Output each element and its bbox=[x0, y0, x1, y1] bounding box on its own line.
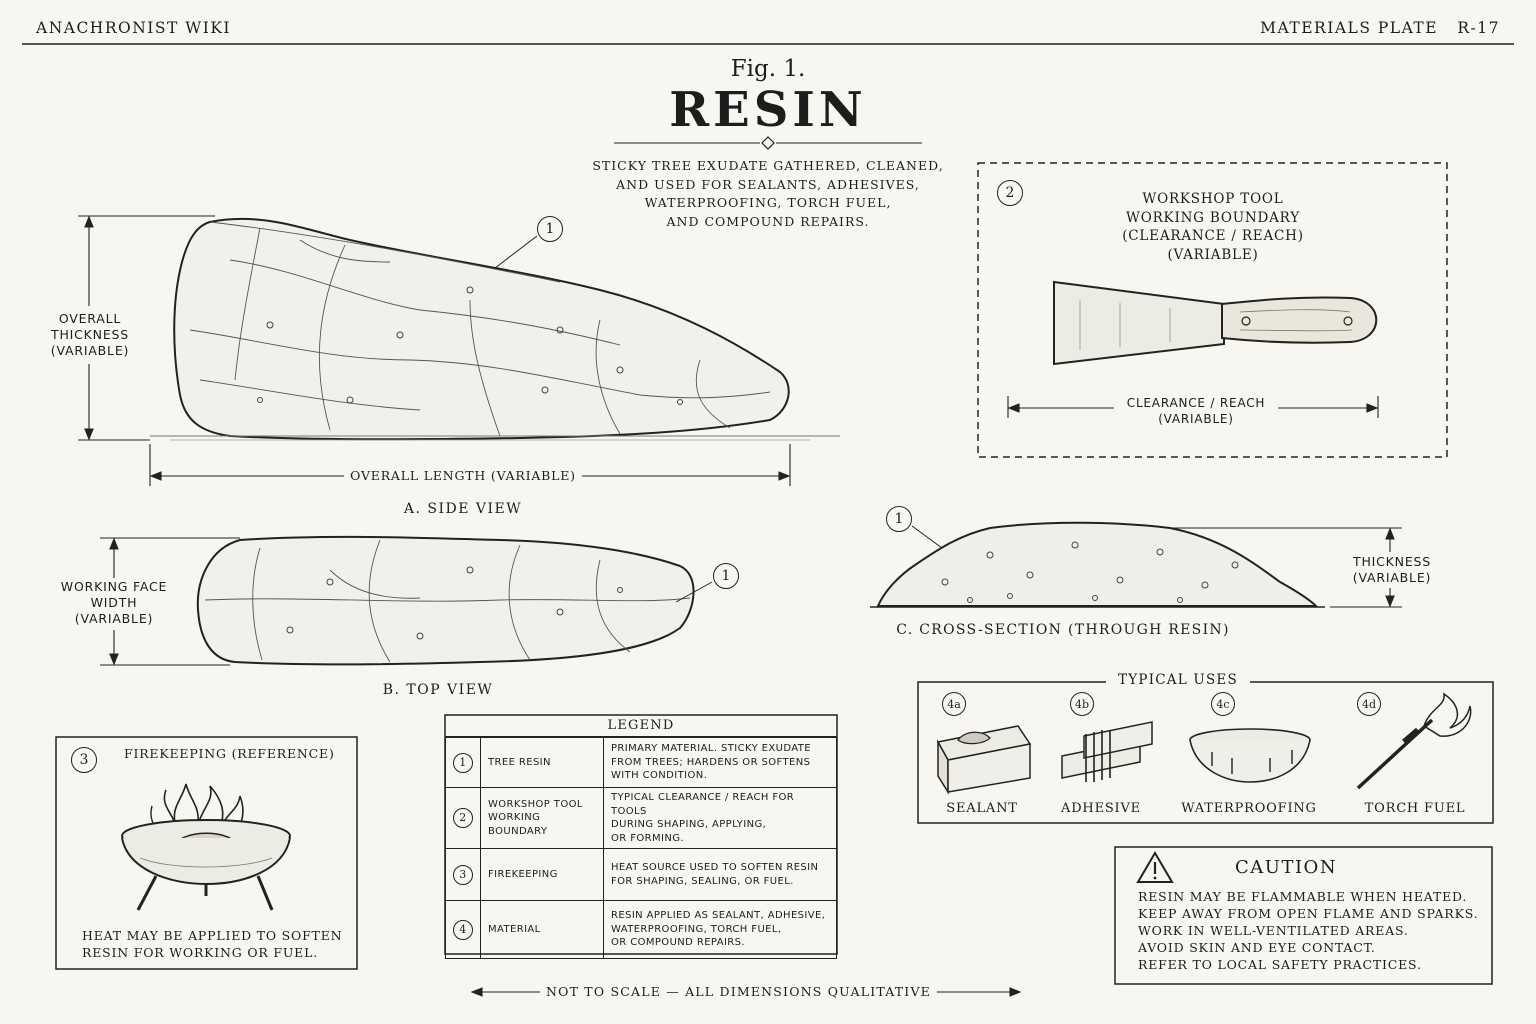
legend-num: 2 bbox=[453, 808, 473, 828]
resin-top-texture bbox=[204, 539, 691, 663]
use-label-sealant: SEALANT bbox=[946, 801, 1018, 816]
caution-box bbox=[1114, 846, 1493, 985]
legend-num: 4 bbox=[453, 919, 473, 940]
waterproofing-bowl-icon bbox=[1189, 728, 1311, 783]
intro-text: STICKY TREE EXUDATE GATHERED, CLEANED, A… bbox=[592, 158, 944, 229]
fire-note: HEAT MAY BE APPLIED TO SOFTEN RESIN FOR … bbox=[82, 928, 343, 960]
fire-bowl-icon bbox=[121, 783, 291, 911]
side-view-caption: A. SIDE VIEW bbox=[403, 501, 523, 517]
firekeeping-box bbox=[55, 736, 358, 970]
resin-side-texture bbox=[189, 221, 771, 437]
wiki-name: ANACHRONIST WIKI bbox=[36, 19, 232, 37]
use-tag-4b: 4b bbox=[1070, 692, 1094, 716]
cross-thickness-label: THICKNESS (VARIABLE) bbox=[1352, 554, 1432, 585]
plate-number: MATERIALS PLATE R-17 bbox=[1260, 19, 1500, 37]
sealant-icon bbox=[936, 725, 1032, 795]
legend-table: 1 TREE RESIN PRIMARY MATERIAL. STICKY EX… bbox=[445, 737, 837, 959]
footer-rule bbox=[470, 987, 1022, 997]
top-width-label: WORKING FACE WIDTH (VARIABLE) bbox=[60, 579, 168, 626]
caution-title: CAUTION bbox=[1235, 857, 1338, 878]
resin-cross-section bbox=[870, 521, 1325, 608]
top-view-caption: B. TOP VIEW bbox=[382, 682, 494, 698]
use-label-torch-fuel: TORCH FUEL bbox=[1364, 801, 1466, 816]
cross-thickness-dimension bbox=[1172, 527, 1402, 608]
scraper-tool-icon bbox=[1053, 280, 1378, 366]
side-thickness-dimension bbox=[78, 215, 215, 441]
figure-number: Fig. 1. bbox=[730, 56, 806, 82]
legend-title: LEGEND bbox=[445, 715, 837, 737]
legend: LEGEND 1 TREE RESIN PRIMARY MATERIAL. ST… bbox=[445, 715, 837, 959]
adhesive-icon bbox=[1061, 721, 1153, 782]
use-label-adhesive: ADHESIVE bbox=[1061, 801, 1141, 816]
side-length-dimension bbox=[149, 444, 791, 486]
workshop-callout-2: 2 bbox=[997, 180, 1023, 206]
page-title: RESIN bbox=[669, 82, 867, 138]
torch-icon bbox=[1356, 692, 1472, 790]
side-callout-1: 1 bbox=[537, 216, 563, 242]
top-callout-1: 1 bbox=[713, 563, 739, 589]
legend-num: 3 bbox=[453, 864, 473, 885]
resin-side-bubbles bbox=[257, 286, 683, 405]
warning-icon bbox=[1136, 851, 1174, 883]
resin-side-view bbox=[173, 217, 790, 441]
workshop-boundary-box bbox=[977, 162, 1448, 458]
legend-num: 1 bbox=[453, 752, 473, 773]
use-tag-4a: 4a bbox=[942, 692, 966, 716]
use-tag-4c: 4c bbox=[1211, 692, 1235, 716]
side-thickness-label: OVERALL THICKNESS (VARIABLE) bbox=[50, 311, 130, 358]
legend-row: 4 MATERIAL RESIN APPLIED AS SEALANT, ADH… bbox=[445, 900, 837, 959]
use-tag-4d: 4d bbox=[1357, 692, 1381, 716]
workshop-dimension-label: CLEARANCE / REACH (VARIABLE) bbox=[1126, 396, 1266, 426]
footer-note: NOT TO SCALE — ALL DIMENSIONS QUALITATIV… bbox=[545, 984, 931, 999]
side-length-label: OVERALL LENGTH (VARIABLE) bbox=[350, 468, 576, 483]
top-width-dimension bbox=[100, 537, 240, 666]
caution-text: RESIN MAY BE FLAMMABLE WHEN HEATED. KEEP… bbox=[1138, 889, 1479, 972]
workshop-dimension bbox=[1007, 396, 1379, 418]
cross-section-caption: C. CROSS-SECTION (THROUGH RESIN) bbox=[896, 622, 1230, 638]
workshop-title: WORKSHOP TOOL WORKING BOUNDARY (CLEARANC… bbox=[1122, 191, 1304, 263]
uses-title: TYPICAL USES bbox=[1118, 672, 1238, 688]
legend-row: 3 FIREKEEPING HEAT SOURCE USED TO SOFTEN… bbox=[445, 848, 837, 901]
fire-callout-3: 3 bbox=[71, 747, 97, 773]
use-label-waterproofing: WATERPROOFING bbox=[1181, 801, 1317, 816]
typical-uses-box bbox=[917, 681, 1494, 824]
legend-row: 1 TREE RESIN PRIMARY MATERIAL. STICKY EX… bbox=[445, 737, 837, 788]
fire-title: FIREKEEPING (REFERENCE) bbox=[124, 746, 335, 761]
cross-callout-1: 1 bbox=[886, 506, 912, 532]
